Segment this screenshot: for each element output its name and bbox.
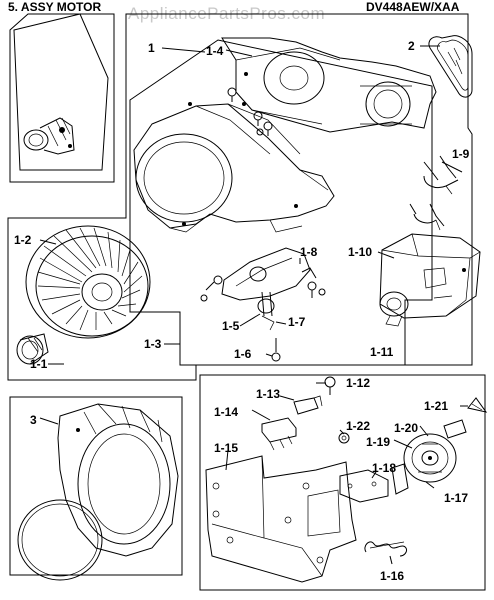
callout-1-18: 1-18 (372, 461, 396, 475)
callout-1-10: 1-10 (348, 245, 372, 259)
callout-1-14: 1-14 (214, 405, 238, 419)
cover-screws (227, 87, 273, 136)
overview-inset-frame (9, 13, 115, 183)
callout-labels: 1 1-4 2 1-9 1-2 1-8 1-10 1-5 1-7 1-3 1-6… (14, 39, 470, 583)
callout-1-19: 1-19 (366, 435, 390, 449)
section-outlines (7, 13, 486, 591)
motor-clamps-part-1-9 (409, 155, 459, 231)
callout-1-2: 1-2 (14, 233, 32, 247)
impeller-nut-part-1-1 (16, 333, 49, 365)
callout-1-21: 1-21 (424, 399, 448, 413)
callout-1-15: 1-15 (214, 441, 238, 455)
section-title: 5. ASSY MOTOR (8, 0, 102, 14)
callout-1-5: 1-5 (222, 319, 240, 333)
callout-1-20: 1-20 (394, 421, 418, 435)
motor-mount-part-1-15 (205, 455, 357, 583)
drive-motor-part-1-10 (379, 233, 481, 327)
callout-1-22: 1-22 (346, 419, 370, 433)
callout-1-7: 1-7 (288, 315, 306, 329)
screw-part-1-6 (271, 338, 281, 362)
callout-1-11: 1-11 (370, 345, 394, 359)
thermostat-bracket-parts (200, 247, 326, 331)
model-number: DV448AEW/XAA (366, 0, 460, 14)
callout-1-17: 1-17 (444, 491, 468, 505)
plate-part-1-18 (339, 463, 409, 503)
housing-gasket-ring (17, 499, 103, 581)
fan-housing-part-3 (57, 403, 179, 557)
callout-1-12: 1-12 (346, 376, 370, 390)
housing-group-outline (129, 39, 433, 366)
overview-inset-panel (13, 13, 109, 171)
callout-1-9: 1-9 (452, 147, 470, 161)
drive-belt-part-2 (428, 35, 473, 98)
blower-housing-part-1-3 (133, 103, 335, 233)
back-cover-part-1-4 (188, 37, 437, 133)
callout-1-4: 1-4 (206, 44, 224, 58)
idler-pulley-parts (403, 397, 488, 483)
leader-lines (39, 45, 468, 565)
screw-part-1-22 (338, 432, 350, 444)
callout-3: 3 (30, 413, 37, 427)
screw-part-1-12 (324, 376, 336, 395)
assembly-1-outline (7, 13, 473, 381)
callout-2: 2 (408, 39, 415, 53)
motor-bracket-box (199, 374, 486, 591)
tension-spring-part-1-16 (364, 541, 407, 557)
callout-1-13: 1-13 (256, 387, 280, 401)
callout-1-8: 1-8 (300, 245, 318, 259)
callout-1: 1 (148, 41, 155, 55)
callout-1-16: 1-16 (380, 569, 404, 583)
callout-1-3: 1-3 (144, 337, 162, 351)
callout-1-1: 1-1 (30, 357, 48, 371)
blower-impeller-part-1-2 (25, 225, 151, 339)
switch-parts-1-13-1-14 (261, 395, 323, 451)
fan-housing-box (9, 396, 183, 576)
callout-1-6: 1-6 (234, 347, 252, 361)
mini-motor-assembly-icon (23, 117, 75, 155)
